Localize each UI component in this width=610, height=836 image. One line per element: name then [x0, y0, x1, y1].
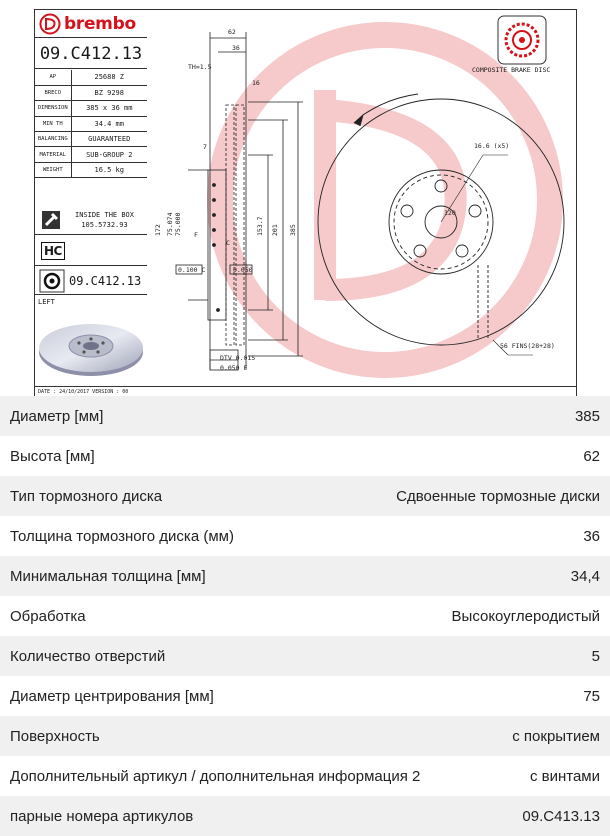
dim-385: 385: [289, 224, 297, 236]
side-block: LEFT: [35, 296, 147, 381]
dim-fins: 56 FINS(28+28): [500, 342, 555, 350]
spec-row: Тип тормозного диска Сдвоенные тормозные …: [0, 476, 610, 516]
spec-value: 09.C413.13: [522, 807, 600, 825]
spec-value: Сдвоенные тормозные диски: [396, 487, 600, 505]
inside-the-box: INSIDE THE BOX 105.5732.93: [35, 205, 147, 235]
spec-label: Поверхность: [10, 727, 100, 745]
front-view: [317, 93, 565, 356]
dim-7: 7: [203, 143, 207, 151]
hc-row: HC: [35, 236, 147, 266]
spec-label: Высота [мм]: [10, 447, 95, 465]
spec-value: с покрытием: [512, 727, 600, 745]
part-number: 09.C412.13: [35, 39, 147, 69]
dim-62: 62: [228, 28, 236, 36]
side-label: LEFT: [38, 298, 55, 306]
disc-photo: [39, 324, 143, 376]
tolerance-dtv: DTV 0.015: [220, 354, 256, 362]
inside-box-text: INSIDE THE BOX 105.5732.93: [74, 210, 134, 229]
brembo-logo-icon: [39, 13, 61, 34]
spec-value: с винтами: [529, 767, 600, 785]
spec-row: Поверхность с покрытием: [0, 716, 610, 756]
spec-row: Обработка Высокоуглеродистый: [0, 596, 610, 636]
spec-label: Толщина тормозного диска (мм): [10, 527, 234, 545]
dim-36: 36: [232, 44, 240, 52]
spec-value: 5: [591, 647, 600, 665]
spec-row: Дополнительный артикул / дополнительная …: [0, 756, 610, 796]
dim-16: 16: [252, 79, 260, 87]
spec-row: Диаметр центрирования [мм] 75: [0, 676, 610, 716]
spec-row: Минимальная толщина [мм] 34,4: [0, 556, 610, 596]
spec-label: Диаметр [мм]: [10, 407, 104, 425]
dim-153: 153.7: [256, 216, 264, 236]
disc-type-label: COMPOSITE BRAKE DISC: [472, 66, 551, 74]
spec-label: Минимальная толщина [мм]: [10, 567, 206, 585]
dim-pcd: 120: [444, 209, 456, 217]
spec-value: 385: [574, 407, 600, 425]
screw-icon: [42, 210, 60, 229]
tolerance-flat: 0.050: [233, 266, 253, 274]
dim-201: 201: [271, 224, 279, 236]
spec-row: Толщина тормозного диска (мм) 36: [0, 516, 610, 556]
spec-row: Количество отверстий 5: [0, 636, 610, 676]
tolerance-runout: 0.100 C: [178, 266, 206, 274]
dim-th: TH=1.5: [188, 63, 212, 71]
composite-disc-logo-icon: [497, 15, 547, 65]
spec-row: парные номера артикулов 09.C413.13: [0, 796, 610, 836]
dim-75074: 75.074: [166, 212, 174, 236]
bolt-row: 09.C412.13: [35, 267, 147, 295]
hc-badge: HC: [41, 241, 65, 260]
spec-value: Высокоуглеродистый: [451, 607, 600, 625]
spec-list: Диаметр [мм] 385 Высота [мм] 62 Тип тормоз…: [0, 396, 610, 836]
spec-value: 34,4: [570, 567, 600, 585]
bolt-part-number: 09.C412.13: [69, 273, 142, 288]
drawing-date-line: DATE : 24/10/2017 VERSION : 00: [35, 386, 576, 396]
spec-label: парные номера артикулов: [10, 807, 194, 825]
datum-f: F: [194, 231, 198, 239]
dim-172: 172: [154, 224, 162, 236]
dim-75000: 75.000: [174, 212, 182, 236]
spec-label: Диаметр центрирования [мм]: [10, 687, 214, 705]
brand-watermark-icon: [207, 22, 563, 378]
tolerance-flatness: 0.050 F: [220, 364, 248, 372]
spec-row: Диаметр [мм] 385: [0, 396, 610, 436]
spec-label: Обработка: [10, 607, 86, 625]
brand-name: brembo: [64, 13, 136, 34]
brand-header: brembo: [35, 10, 147, 38]
spec-value: 36: [583, 527, 600, 545]
spec-label: Дополнительный артикул / дополнительная …: [10, 767, 421, 785]
bolt-icon: [39, 269, 65, 292]
spec-value: 62: [583, 447, 600, 465]
spec-value: 75: [583, 687, 600, 705]
section-view: [175, 32, 303, 371]
spec-row: Высота [мм] 62: [0, 436, 610, 476]
spec-label: Тип тормозного диска: [10, 487, 163, 505]
spec-label: Количество отверстий: [10, 647, 166, 665]
dim-holes: 16.6 (x5): [474, 142, 510, 150]
disc-drawing: [175, 15, 565, 371]
datum-c: C: [226, 239, 230, 247]
